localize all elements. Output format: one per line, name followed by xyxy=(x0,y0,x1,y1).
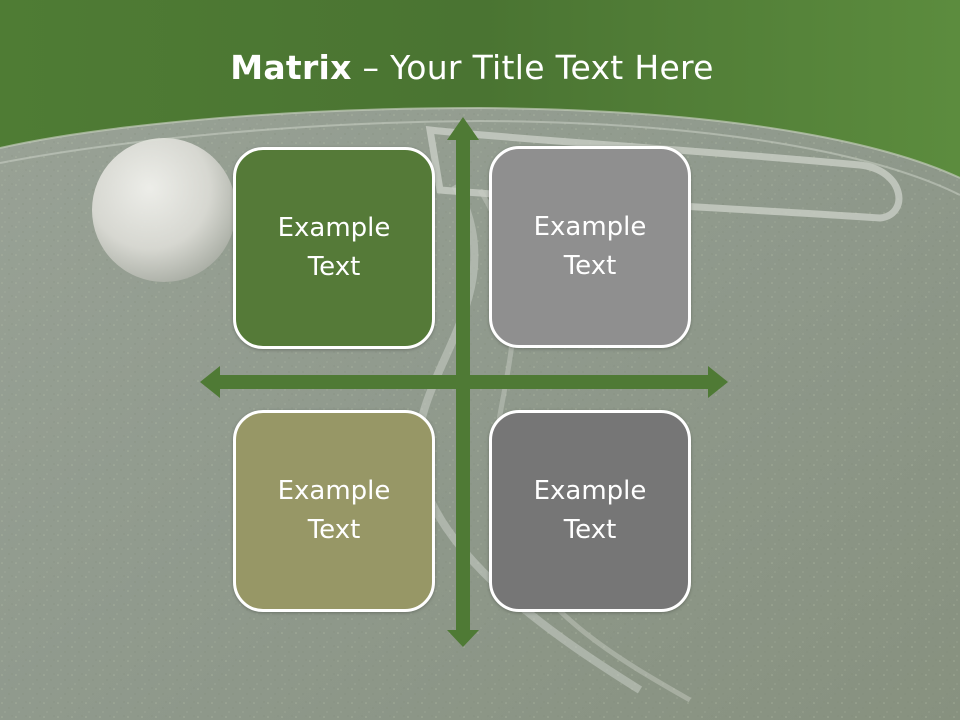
matrix-box-bottom-right: Example Text xyxy=(489,410,691,612)
box-text-line2: Text xyxy=(307,252,361,282)
horizontal-axis-arrow xyxy=(200,366,728,398)
title-bold-text: Matrix xyxy=(230,48,352,87)
box-text-line2: Text xyxy=(563,251,617,281)
box-text-line1: Example xyxy=(533,476,647,506)
arrow-right-icon xyxy=(708,366,728,398)
matrix-box-top-left: Example Text xyxy=(233,147,435,349)
title-regular-text: – Your Title Text Here xyxy=(351,48,714,87)
arrow-left-icon xyxy=(200,366,220,398)
box-text-line2: Text xyxy=(563,515,617,545)
box-text-line1: Example xyxy=(533,212,647,242)
golf-ball-icon xyxy=(92,138,236,282)
box-text-line1: Example xyxy=(277,476,391,506)
matrix-box-bottom-left: Example Text xyxy=(233,410,435,612)
slide-title: Matrix – Your Title Text Here xyxy=(0,48,944,87)
matrix-box-top-right: Example Text xyxy=(489,146,691,348)
arrow-down-icon xyxy=(447,630,479,647)
box-text-line1: Example xyxy=(277,213,391,243)
arrow-up-icon xyxy=(447,117,479,140)
box-text-line2: Text xyxy=(307,515,361,545)
